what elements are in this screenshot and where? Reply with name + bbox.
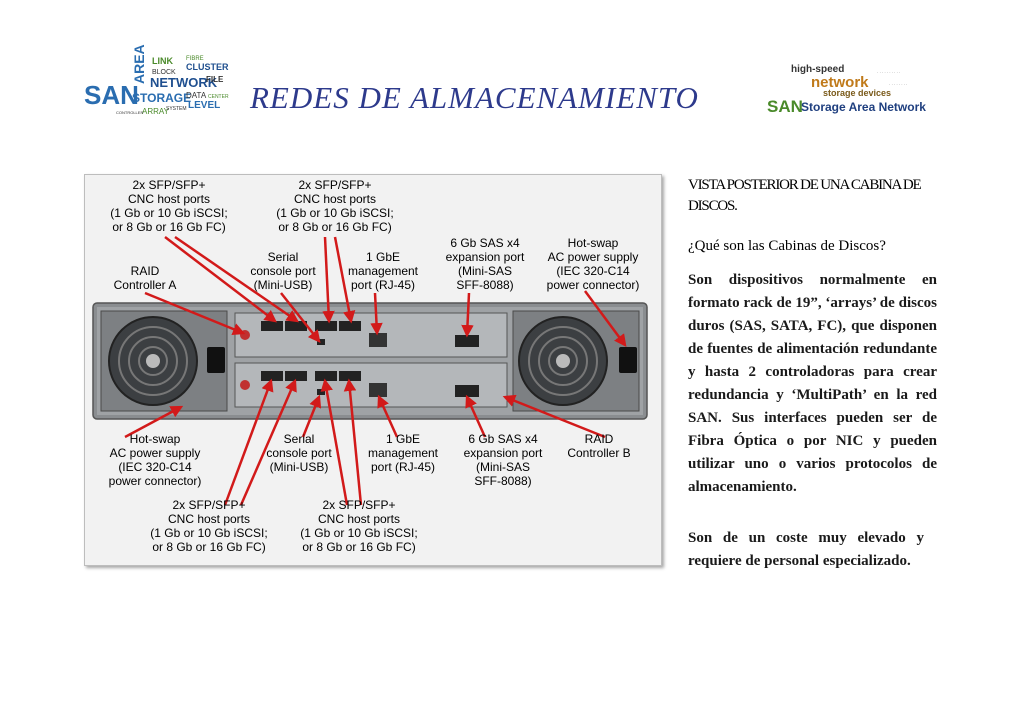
svg-text:expansion port: expansion port xyxy=(464,446,543,460)
controller-b xyxy=(234,362,508,408)
san-wordcloud-logo-right: high-speed network storage devices SAN S… xyxy=(765,60,937,116)
svg-text:CNC host ports: CNC host ports xyxy=(318,512,400,526)
svg-text:CNC host ports: CNC host ports xyxy=(128,192,210,206)
svg-text:(Mini-USB): (Mini-USB) xyxy=(270,460,329,474)
logo-word-san: SAN xyxy=(84,80,139,110)
logo-word-storage-devices: storage devices xyxy=(823,88,891,98)
svg-text:(1 Gb or 10 Gb iSCSI;: (1 Gb or 10 Gb iSCSI; xyxy=(300,526,417,540)
svg-text:6 Gb SAS x4: 6 Gb SAS x4 xyxy=(450,236,520,250)
figure-caption: VISTA POSTERIOR DE UNA CABINA DE DISCOS. xyxy=(688,177,922,214)
callout-arrows xyxy=(124,235,627,506)
psu-right xyxy=(512,310,640,412)
logo-word-san: SAN xyxy=(767,97,803,116)
svg-text:Hot-swap: Hot-swap xyxy=(568,236,619,250)
svg-text:2x SFP/SFP+: 2x SFP/SFP+ xyxy=(172,498,245,512)
svg-text:AC power supply: AC power supply xyxy=(110,446,201,460)
svg-text:Controller B: Controller B xyxy=(567,446,630,460)
logo-word-network: network xyxy=(811,74,869,91)
label-sfp-top-right: 2x SFP/SFP+ CNC host ports (1 Gb or 10 G… xyxy=(276,178,393,234)
label-psu-bottom: Hot-swap AC power supply (IEC 320-C14 po… xyxy=(109,432,202,488)
svg-text:RAID: RAID xyxy=(131,264,160,278)
psu-left xyxy=(100,310,228,412)
label-sfp-bottom-left: 2x SFP/SFP+ CNC host ports (1 Gb or 10 G… xyxy=(150,498,267,554)
logo-word-storage-area-network: Storage Area Network xyxy=(801,100,926,114)
svg-text:CNC host ports: CNC host ports xyxy=(294,192,376,206)
svg-text:(IEC 320-C14: (IEC 320-C14 xyxy=(118,460,192,474)
svg-text:port (RJ-45): port (RJ-45) xyxy=(351,278,415,292)
svg-text:management: management xyxy=(348,264,419,278)
label-gbe-top: 1 GbE management port (RJ-45) xyxy=(348,250,419,292)
logo-word-system: SYSTEM xyxy=(166,106,187,112)
svg-text:RAID: RAID xyxy=(585,432,614,446)
svg-text:console port: console port xyxy=(266,446,332,460)
logo-word-center: CENTER xyxy=(208,94,229,100)
svg-text:Serial: Serial xyxy=(284,432,315,446)
logo-word-high-speed: high-speed xyxy=(791,64,844,75)
storage-rear-view-figure: 2x SFP/SFP+ CNC host ports (1 Gb or 10 G… xyxy=(84,174,662,566)
logo-word-storage: STORAGE xyxy=(132,91,191,105)
svg-text:2x SFP/SFP+: 2x SFP/SFP+ xyxy=(132,178,205,192)
body-paragraph-1: Son dispositivos normalmente en formato … xyxy=(688,272,937,495)
page-title: REDES DE ALMACENAMIENTO xyxy=(250,80,699,115)
logo-word-network: NETWORK xyxy=(150,75,218,90)
logo-word-area: AREA xyxy=(131,44,147,84)
label-serial-top: Serial console port (Mini-USB) xyxy=(250,250,316,292)
svg-text:· · · · · · · ·: · · · · · · · · xyxy=(889,82,907,87)
svg-text:SFF-8088): SFF-8088) xyxy=(474,474,531,488)
svg-text:or 8 Gb or 16 Gb FC): or 8 Gb or 16 Gb FC) xyxy=(278,220,391,234)
logo-word-file: FILE xyxy=(206,75,224,84)
svg-text:6 Gb SAS x4: 6 Gb SAS x4 xyxy=(468,432,538,446)
logo-word-fibre: FIBRE xyxy=(186,56,204,62)
svg-text:CNC host ports: CNC host ports xyxy=(168,512,250,526)
logo-word-level: LEVEL xyxy=(188,100,220,111)
svg-text:expansion port: expansion port xyxy=(446,250,525,264)
svg-text:management: management xyxy=(368,446,439,460)
label-sas-top: 6 Gb SAS x4 expansion port (Mini-SAS SFF… xyxy=(446,236,525,292)
label-raid-controller-b: RAID Controller B xyxy=(567,432,630,460)
svg-text:console port: console port xyxy=(250,264,316,278)
svg-text:(1 Gb or 10 Gb iSCSI;: (1 Gb or 10 Gb iSCSI; xyxy=(110,206,227,220)
svg-text:Hot-swap: Hot-swap xyxy=(130,432,181,446)
logo-word-array: ARRAY xyxy=(142,107,170,116)
svg-text:1 GbE: 1 GbE xyxy=(366,250,400,264)
logo-word-cluster: CLUSTER xyxy=(186,62,229,72)
svg-text:power connector): power connector) xyxy=(109,474,202,488)
svg-text:or 8 Gb or 16 Gb FC): or 8 Gb or 16 Gb FC) xyxy=(152,540,265,554)
svg-text:(IEC 320-C14: (IEC 320-C14 xyxy=(556,264,630,278)
controller-a xyxy=(234,312,508,358)
label-sfp-top-left: 2x SFP/SFP+ CNC host ports (1 Gb or 10 G… xyxy=(110,178,227,234)
svg-text:2x SFP/SFP+: 2x SFP/SFP+ xyxy=(298,178,371,192)
svg-text:(1 Gb or 10 Gb iSCSI;: (1 Gb or 10 Gb iSCSI; xyxy=(276,206,393,220)
logo-word-data: DATA xyxy=(186,91,207,100)
svg-text:(Mini-SAS: (Mini-SAS xyxy=(458,264,512,278)
svg-text:port (RJ-45): port (RJ-45) xyxy=(371,460,435,474)
label-sas-bottom: 6 Gb SAS x4 expansion port (Mini-SAS SFF… xyxy=(464,432,543,488)
svg-text:1 GbE: 1 GbE xyxy=(386,432,420,446)
label-gbe-bottom: 1 GbE management port (RJ-45) xyxy=(368,432,439,474)
label-serial-bottom: Serial console port (Mini-USB) xyxy=(266,432,332,474)
label-raid-controller-a: RAID Controller A xyxy=(114,264,177,292)
svg-text:or 8 Gb or 16 Gb FC): or 8 Gb or 16 Gb FC) xyxy=(112,220,225,234)
svg-text:Controller A: Controller A xyxy=(114,278,177,292)
svg-text:power connector): power connector) xyxy=(547,278,640,292)
logo-word-block: BLOCK xyxy=(152,69,176,76)
svg-text:2x SFP/SFP+: 2x SFP/SFP+ xyxy=(322,498,395,512)
svg-text:SFF-8088): SFF-8088) xyxy=(456,278,513,292)
section-question: ¿Qué son las Cabinas de Discos? xyxy=(688,238,886,254)
svg-text:Serial: Serial xyxy=(268,250,299,264)
svg-text:AC power supply: AC power supply xyxy=(548,250,639,264)
svg-text:· · · · · · · · · ·: · · · · · · · · · · xyxy=(877,70,900,75)
logo-word-link: LINK xyxy=(152,56,173,66)
san-wordcloud-logo-left: SAN AREA LINK BLOCK NETWORK STORAGE DATA… xyxy=(82,44,232,120)
label-sfp-bottom-right: 2x SFP/SFP+ CNC host ports (1 Gb or 10 G… xyxy=(300,498,417,554)
svg-text:(Mini-SAS: (Mini-SAS xyxy=(476,460,530,474)
svg-text:(1 Gb or 10 Gb iSCSI;: (1 Gb or 10 Gb iSCSI; xyxy=(150,526,267,540)
svg-text:(Mini-USB): (Mini-USB) xyxy=(254,278,313,292)
svg-text:or 8 Gb or 16 Gb FC): or 8 Gb or 16 Gb FC) xyxy=(302,540,415,554)
body-paragraph-2: Son de un coste muy elevado y requiere d… xyxy=(688,530,924,569)
label-psu-top: Hot-swap AC power supply (IEC 320-C14 po… xyxy=(547,236,640,292)
logo-word-controller: CONTROLLER xyxy=(116,110,143,115)
